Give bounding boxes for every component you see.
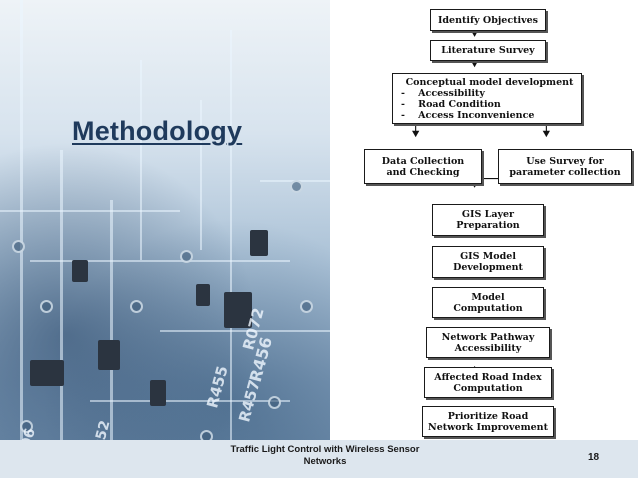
page-number: 18 <box>588 452 600 463</box>
box-line: Model <box>471 291 505 303</box>
box-line: Computation <box>453 382 523 394</box>
box-line: GIS Layer <box>461 209 515 220</box>
box-line: and Checking <box>386 166 460 178</box>
box-line: - Accessibility <box>401 87 485 99</box>
box-line: GIS Model <box>460 251 516 262</box>
box-line: Preparation <box>456 220 520 231</box>
box-line: Network Pathway <box>441 331 535 343</box>
box-line: Accessibility <box>454 342 522 354</box>
footer-line: Networks <box>303 455 347 467</box>
box-affected-road-index: Affected Road Index Computation <box>424 367 552 398</box>
box-line: Network Improvement <box>428 421 548 433</box>
box-line: Development <box>453 262 523 273</box>
box-line: - Access Inconvenience <box>401 109 535 121</box>
box-line: Literature Survey <box>441 45 535 56</box>
box-model-computation: Model Computation <box>432 287 544 318</box>
box-literature-survey: Literature Survey <box>430 40 546 61</box>
slide-title: Methodology <box>72 116 243 146</box>
footer-line: Traffic Light Control with Wireless Sens… <box>230 444 420 455</box>
box-identify-objectives: Identify Objectives <box>430 9 546 31</box>
box-use-survey: Use Survey for parameter collection <box>498 149 632 184</box>
box-prioritize-road: Prioritize Road Network Improvement <box>422 406 554 437</box>
box-gis-model: GIS Model Development <box>432 246 544 278</box>
box-line: Conceptual model development <box>405 76 574 88</box>
box-gis-layer: GIS Layer Preparation <box>432 204 544 236</box>
slide-footer <box>0 440 638 478</box>
box-line: - Road Condition <box>401 98 501 110</box>
box-data-collection: Data Collection and Checking <box>364 149 482 184</box>
box-line: Identify Objectives <box>437 14 539 26</box>
circuit-board-image: R456 R455 R457 R072 R406 Q52 <box>0 0 330 478</box>
footer-text: Traffic Light Control with Wireless Sens… <box>225 444 425 467</box>
box-conceptual-model: Conceptual model development - Accessibi… <box>392 73 582 124</box>
box-network-pathway: Network Pathway Accessibility <box>426 327 550 358</box>
box-line: Affected Road Index <box>434 371 542 383</box>
box-line: Use Survey for <box>526 155 604 167</box>
box-line: Prioritize Road <box>447 410 529 422</box>
box-line: parameter collection <box>509 166 621 178</box>
box-line: Computation <box>453 302 523 314</box>
box-line: Data Collection <box>381 155 465 167</box>
